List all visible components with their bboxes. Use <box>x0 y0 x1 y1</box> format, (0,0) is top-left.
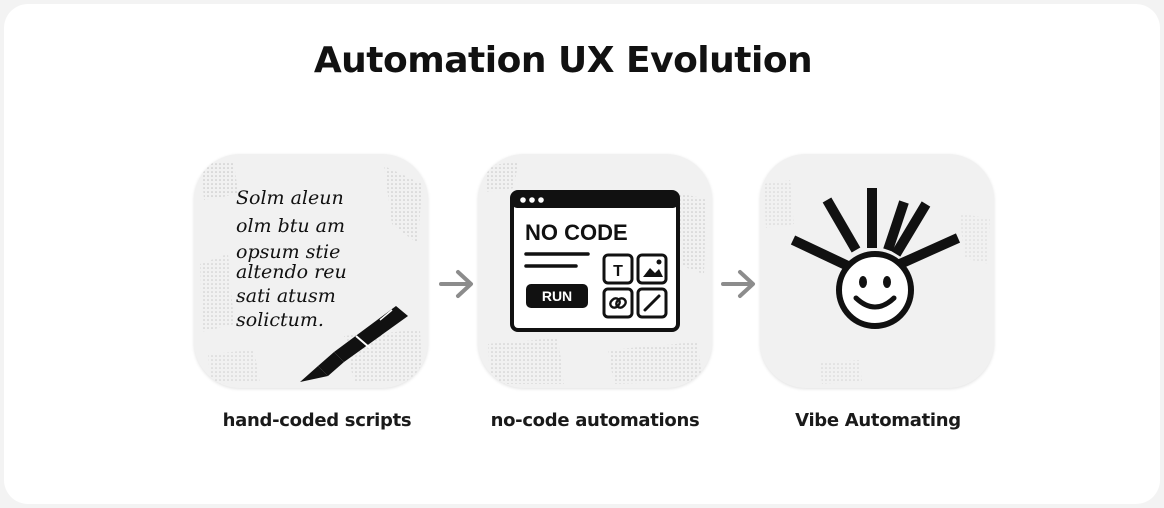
pen-tool-icon <box>636 287 668 319</box>
smiley-mouth <box>853 295 897 310</box>
smiley-eye <box>859 276 867 288</box>
stage-caption: hand-coded scripts <box>222 410 412 431</box>
run-button-label: RUN <box>542 288 572 304</box>
fountain-pen-icon <box>300 306 408 382</box>
no-code-tile: NO CODE RUN T <box>478 154 712 388</box>
script-line: olm btu am <box>236 215 345 237</box>
smiley-eye <box>883 276 891 288</box>
smiley-face <box>836 251 914 329</box>
script-line: solictum. <box>236 309 324 331</box>
link-tool-icon <box>602 287 634 319</box>
image-tool-icon <box>636 253 668 285</box>
script-tile: Solm aleun olm btu am opsum stie altendo… <box>194 154 428 388</box>
sun-rays <box>790 188 961 271</box>
handwritten-script-icon: Solm aleun olm btu am opsum stie altendo… <box>200 162 422 384</box>
arrow-right-icon <box>439 270 473 298</box>
text-tool-glyph: T <box>613 263 623 280</box>
no-code-window-icon: NO CODE RUN T <box>484 162 706 384</box>
script-line: altendo reu <box>236 261 347 283</box>
vibe-tile <box>760 154 994 388</box>
script-line: Solm aleun <box>236 187 344 209</box>
stage-caption: no-code automations <box>490 410 700 431</box>
run-button <box>526 284 588 308</box>
script-line: opsum stie <box>236 241 340 263</box>
window-title-label: NO CODE <box>525 220 628 245</box>
smiley-sun-icon <box>764 180 990 384</box>
script-lines: Solm aleun olm btu am opsum stie altendo… <box>236 187 347 331</box>
window-titlebar <box>512 192 678 208</box>
text-tool-icon: T <box>602 253 634 285</box>
script-line: sati atusm <box>236 285 336 307</box>
page-title: Automation UX Evolution <box>313 40 813 81</box>
arrow-right-icon <box>721 270 755 298</box>
stage-caption: Vibe Automating <box>795 410 961 431</box>
